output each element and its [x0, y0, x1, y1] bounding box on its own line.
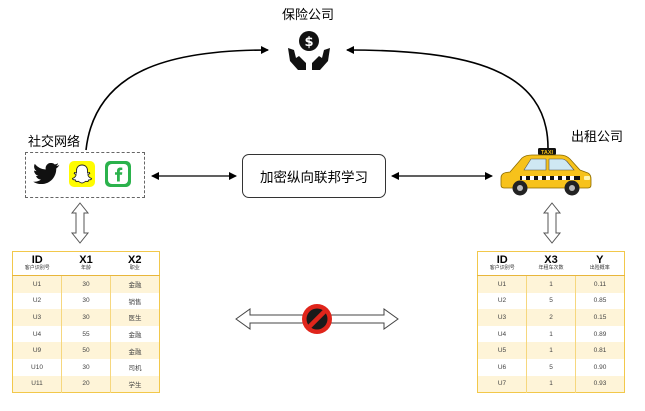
table-cell: U1 [12, 275, 62, 293]
table-cell: 1 [526, 275, 576, 293]
header-subtitle: 职业 [129, 265, 140, 271]
svg-text:$: $ [304, 35, 313, 50]
header-subtitle: 年租车次数 [538, 265, 564, 271]
arc-social-to-insurer [85, 46, 269, 151]
social-network-group [25, 152, 145, 198]
table-cell: 金融 [110, 342, 160, 359]
table-cell: 0.11 [575, 275, 625, 293]
table-cell: 30 [61, 309, 111, 326]
hands-dollar-icon: $ [288, 31, 330, 70]
hollow-arrow-left-vertical [70, 202, 90, 244]
no-entry-icon [302, 304, 332, 334]
table-cell: U3 [12, 309, 62, 326]
header-title: X3 [544, 254, 558, 266]
twitter-bird-icon [33, 163, 60, 185]
table-cell: 30 [61, 358, 111, 376]
table-cell: 20 [61, 375, 111, 393]
table-cell: 30 [61, 275, 111, 293]
header-title: X2 [128, 254, 142, 266]
header-title: Y [596, 254, 604, 266]
table-cell: 5 [526, 358, 576, 376]
table-cell: 1 [526, 342, 576, 359]
table-cell: U2 [477, 292, 527, 310]
table-cell: 30 [61, 292, 111, 310]
table-cell: 5 [526, 292, 576, 310]
table-cell: 50 [61, 342, 111, 359]
table-cell: U4 [12, 325, 62, 343]
table-cell: U3 [477, 309, 527, 326]
table-cell: 0.93 [575, 375, 625, 393]
insurer-label: 保险公司 [282, 8, 335, 23]
header-subtitle: 客户识别号 [24, 265, 50, 271]
table-cell: 0.89 [575, 325, 625, 343]
hollow-arrow-right-vertical [542, 202, 562, 244]
table-cell: 0.15 [575, 309, 625, 326]
table-cell: U11 [12, 375, 62, 393]
header-title: X1 [79, 254, 93, 266]
table-cell: 2 [526, 309, 576, 326]
header-subtitle: 年龄 [80, 265, 91, 271]
table-cell: 金融 [110, 325, 160, 343]
table-cell: 销售 [110, 292, 160, 310]
center-label: 加密纵向联邦学习 [260, 170, 368, 186]
feedly-icon [105, 161, 131, 187]
taxi-label: 出租公司 [571, 130, 624, 145]
social-label: 社交网络 [28, 135, 81, 150]
table-cell: 1 [526, 375, 576, 393]
snapchat-ghost-icon [69, 161, 95, 187]
table-cell: U7 [477, 375, 527, 393]
table-cell: 司机 [110, 358, 160, 376]
table-cell: U4 [477, 325, 527, 343]
table-cell: U5 [477, 342, 527, 359]
header-title: ID [31, 254, 43, 266]
table-cell: U10 [12, 358, 62, 376]
table-cell: U6 [477, 358, 527, 376]
table-cell: 0.90 [575, 358, 625, 376]
header-subtitle: 客户识别号 [489, 265, 515, 271]
table-cell: 0.85 [575, 292, 625, 310]
table-cell: 55 [61, 325, 111, 343]
taxi-sign-text: TAXI [541, 150, 554, 156]
table-cell: 学生 [110, 375, 160, 393]
table-cell: 医生 [110, 309, 160, 326]
table-cell: U9 [12, 342, 62, 359]
header-subtitle: 出险概率 [589, 265, 610, 271]
federated-learning-box: 加密纵向联邦学习 [242, 154, 386, 198]
arc-taxi-to-insurer [346, 46, 549, 149]
table-cell: U1 [477, 275, 527, 293]
table-cell: U2 [12, 292, 62, 310]
taxi-car-icon: TAXI [500, 148, 592, 196]
table-cell: 1 [526, 325, 576, 343]
table-cell: 金融 [110, 275, 160, 293]
header-title: ID [496, 254, 508, 266]
table-cell: 0.81 [575, 342, 625, 359]
